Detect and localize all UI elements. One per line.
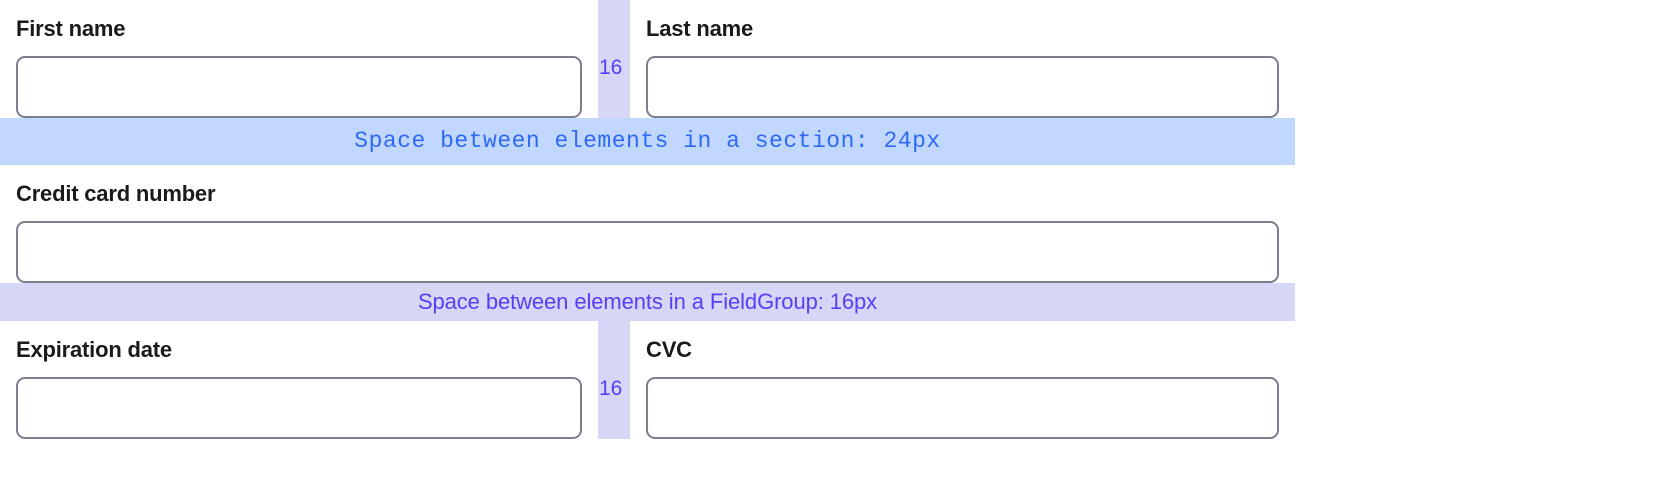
checkout-form: First name 16 Last name Space between el… (0, 0, 1295, 439)
input-cvc[interactable] (646, 377, 1279, 439)
label-first-name: First name (16, 16, 126, 41)
input-first-name[interactable] (16, 56, 582, 118)
annotation-section-spacing: Space between elements in a section: 24p… (0, 118, 1295, 165)
gutter-label-name-row: 16 (599, 56, 623, 79)
field-credit-card-number: Credit card number (0, 165, 1295, 283)
gutter-expiry-row: 16 (598, 321, 630, 439)
field-row-name: First name 16 Last name (0, 0, 1295, 118)
field-expiration-date: Expiration date (0, 321, 598, 439)
input-expiration-date[interactable] (16, 377, 582, 439)
gutter-label-expiry-row: 16 (599, 377, 623, 400)
label-expiration-date: Expiration date (16, 337, 172, 362)
input-credit-card-number[interactable] (16, 221, 1279, 283)
field-first-name: First name (0, 0, 598, 118)
label-credit-card-number: Credit card number (16, 181, 216, 206)
label-cvc: CVC (646, 337, 692, 362)
input-last-name[interactable] (646, 56, 1279, 118)
field-last-name: Last name (630, 0, 1295, 118)
field-cvc: CVC (630, 321, 1295, 439)
annotation-fieldgroup-spacing: Space between elements in a FieldGroup: … (0, 283, 1295, 321)
field-row-expiry: Expiration date 16 CVC (0, 321, 1295, 439)
label-last-name: Last name (646, 16, 754, 41)
field-row-credit-card: Credit card number (0, 165, 1295, 283)
gutter-name-row: 16 (598, 0, 630, 118)
